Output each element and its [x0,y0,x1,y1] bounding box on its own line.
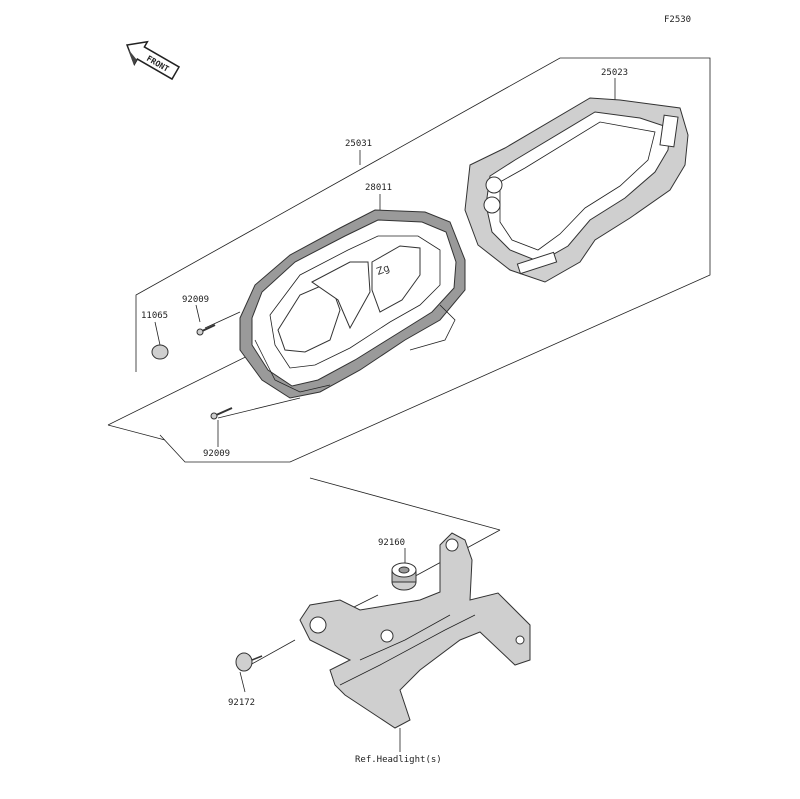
label-25031: 25031 [345,139,372,149]
label-92160: 92160 [378,538,405,548]
cap-part [151,344,169,360]
front-arrow-icon: FRONT [125,40,181,81]
label-11065: 11065 [141,311,168,321]
label-ref-headlight: Ref.Headlight(s) [355,755,442,765]
figure-code: F2530 [664,15,691,25]
washer-part [235,652,263,672]
meter-cover [464,97,689,283]
screw-lower-part [210,407,233,420]
label-92009-upper: 92009 [182,295,209,305]
label-28011: 28011 [365,183,392,193]
grommet-part [391,562,417,591]
screw-upper-part [196,324,216,336]
label-92009-lower: 92009 [203,449,230,459]
svg-text:Zg: Zg [375,263,391,278]
label-92172: 92172 [228,698,255,708]
label-25023: 25023 [601,68,628,78]
meter-case: Zg [239,209,466,399]
bracket-part [299,532,531,729]
